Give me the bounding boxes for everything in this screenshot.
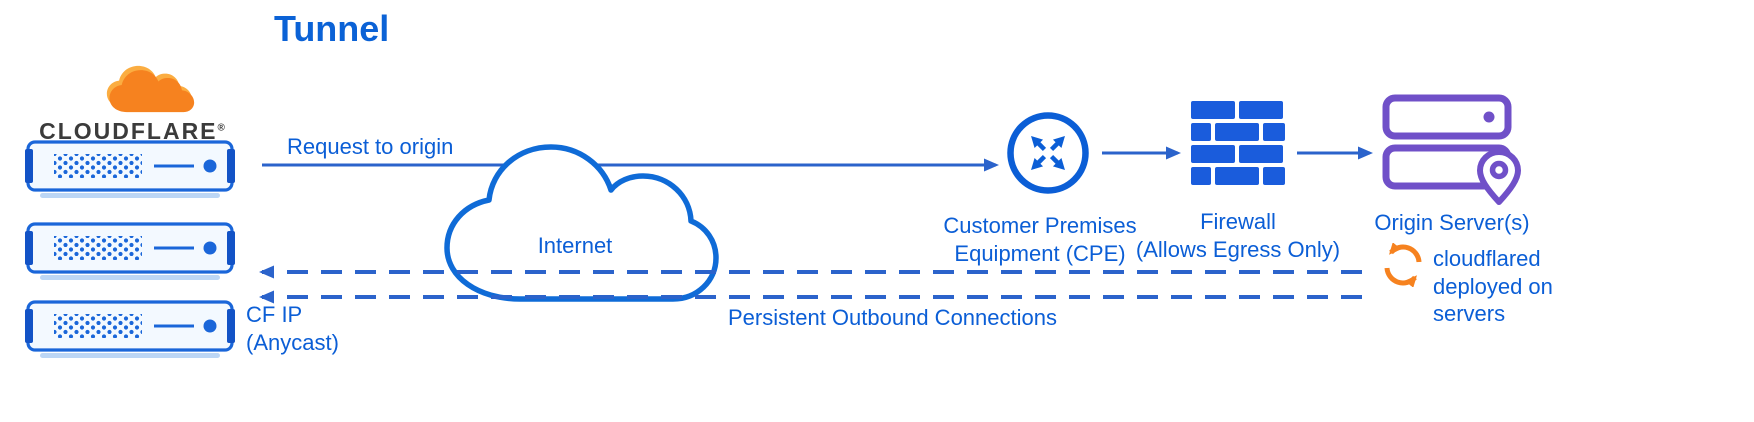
origin-server-icon	[1382, 94, 1521, 205]
persistent-outbound-label: Persistent Outbound Connections	[728, 305, 1057, 330]
origin-servers-label: Origin Server(s)	[1374, 210, 1530, 235]
internet-cloud-icon	[444, 144, 719, 302]
cf-ip-label-line1: CF IP	[246, 302, 303, 327]
firewall-label-line2: (Allows Egress Only)	[1135, 236, 1341, 262]
edge-server-icon	[24, 140, 236, 200]
firewall-icon	[1191, 101, 1285, 185]
edge-server-icon	[24, 222, 236, 282]
cloudflare-wordmark: CLOUDFLARE®	[28, 118, 236, 145]
internet-label: Internet	[537, 233, 613, 258]
cloudflare-cloud-icon	[106, 65, 195, 113]
request-to-origin-label: Request to origin	[287, 134, 454, 159]
cloudflared-sync-icon	[1384, 243, 1422, 287]
cpe-label-line2: Equipment (CPE)	[954, 240, 1126, 266]
page-title: Tunnel	[274, 8, 390, 49]
location-pin-icon	[1477, 149, 1521, 205]
cf-ip-anycast-label: CF IP (Anycast)	[246, 301, 356, 356]
cpe-router-icon	[1007, 112, 1089, 194]
cloudflared-label: cloudflared deployed on servers	[1433, 246, 1553, 326]
cloudflare-wordmark-text: CLOUDFLARE	[39, 118, 218, 144]
cpe-label: Customer Premises Equipment (CPE)	[932, 212, 1148, 267]
cf-ip-label-line2: (Anycast)	[246, 329, 339, 355]
registered-mark: ®	[217, 122, 225, 134]
cpe-label-line1: Customer Premises	[943, 213, 1137, 238]
edge-server-icon	[24, 300, 236, 360]
firewall-label-line1: Firewall	[1200, 209, 1276, 234]
firewall-label: Firewall (Allows Egress Only)	[1128, 208, 1348, 263]
